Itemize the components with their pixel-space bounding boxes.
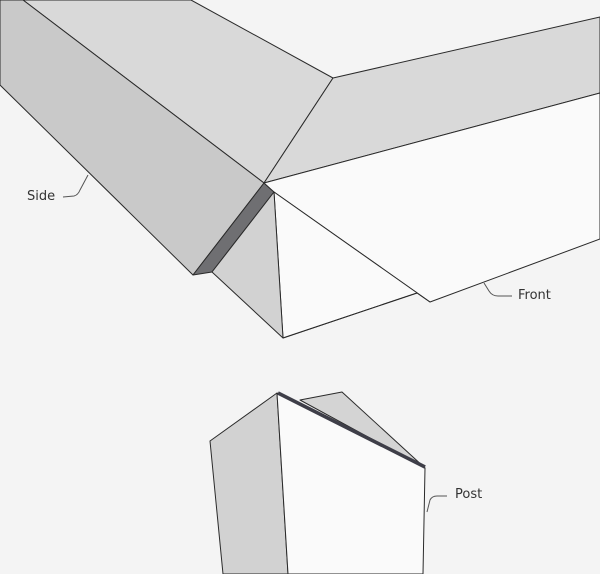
post-left-face [209, 392, 289, 574]
front-top-face [263, 16, 600, 184]
post-label: Post [455, 487, 483, 502]
post-top-edge [277, 391, 426, 469]
front-leader-line [483, 282, 512, 297]
front-label: Front [518, 288, 551, 303]
side-leader-line [62, 174, 89, 198]
corner-triangle-face [211, 191, 284, 339]
side-label: Side [27, 189, 56, 204]
post-leader-line [426, 495, 447, 513]
